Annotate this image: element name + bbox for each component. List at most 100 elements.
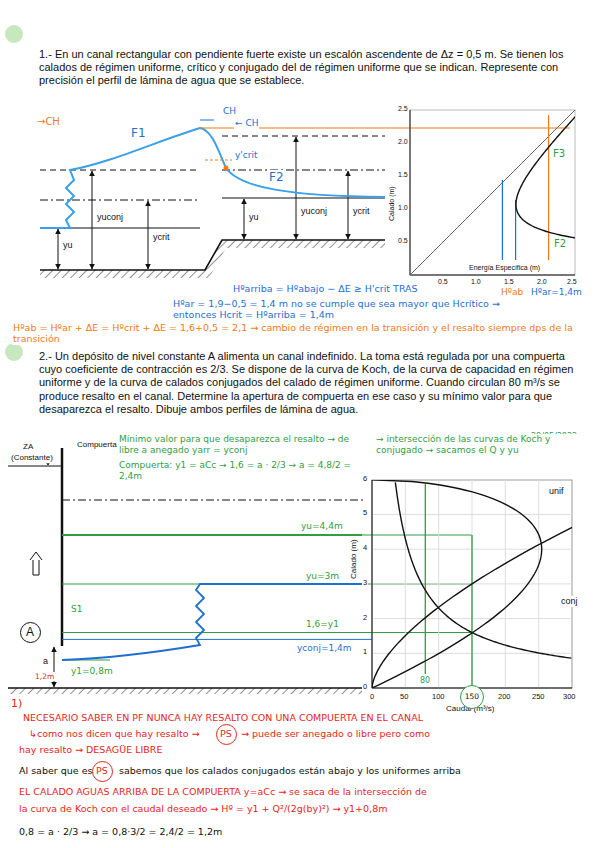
conjugate-depth-line (62, 639, 372, 640)
tick-label: 1 (362, 647, 368, 656)
level-label: (Constante) (10, 453, 54, 463)
hollow-arrow (30, 552, 42, 575)
profile-name: F2 (553, 238, 567, 250)
level-label: ZA (22, 442, 34, 452)
critical-depth-line (40, 200, 200, 201)
tick-label: 50 (399, 692, 409, 701)
node-text: A (26, 626, 34, 638)
critical-point (224, 166, 229, 171)
section-note: CH (222, 106, 237, 117)
gate-opening-dimension (54, 647, 55, 687)
tick-label: 2.5 (566, 278, 578, 286)
depth-note: 1,6=y1 (305, 619, 340, 630)
node-text: 150 (465, 693, 479, 701)
solution-note: Mínimo valor para que desaparezca el res… (118, 434, 370, 456)
grid-line (538, 480, 539, 688)
channel-bed-hatch (8, 688, 362, 694)
depth-label: ycrit (152, 232, 171, 243)
conjugate-depth-line (222, 136, 385, 137)
tick-label: 200 (497, 692, 512, 701)
tick-label: 2.0 (397, 138, 409, 146)
calculation-note: Hºarriba = Hºabajo − ΔE ≥ H'crit TRAS (232, 283, 419, 294)
tick-label: 0.5 (397, 237, 409, 245)
energy-note: Hºab (500, 287, 524, 298)
depth-note: yconj=1,4m (296, 643, 353, 654)
depth-note: y'crit (234, 150, 258, 161)
tick-label: 1.5 (503, 278, 515, 286)
grid-line (438, 480, 439, 688)
gate-opening-label: a (42, 656, 49, 667)
tick-label: 5 (362, 508, 368, 517)
solution-note: → puede ser anegado o libre pero como (240, 728, 431, 739)
grid-line (405, 480, 406, 688)
tick-label: 100 (431, 692, 446, 701)
y-axis (372, 480, 373, 688)
calculation-note: Hºar = 1,9−0,5 = 1,4 m no se cumple que … (172, 298, 504, 321)
discharge-note: 80 (419, 676, 431, 686)
depth-note: y1=0,8m (70, 666, 114, 677)
tick-label: 250 (531, 692, 546, 701)
sluice-gate (61, 448, 64, 646)
section-note: →CH (36, 116, 61, 128)
water-surface-profile (62, 584, 362, 660)
depth-label: ycrit (352, 206, 371, 217)
axis-title: Calado (m) (388, 185, 396, 222)
uniform-depth-line (222, 198, 385, 199)
tick-label: 4 (362, 543, 368, 552)
marker-blob (5, 25, 23, 43)
depth-note: yu=4,4m (300, 521, 344, 532)
solution-note: 0,8 = a · 2/3 → a = 0,8·3/2 = 2,4/2 = 1,… (18, 826, 223, 837)
depth-label: yuconj (300, 206, 328, 217)
specific-energy-curve (516, 110, 575, 239)
solution-note: → intersección de las curvas de Koch y c… (375, 434, 582, 456)
chart1-curves (516, 110, 575, 239)
section-note: ← CH (234, 118, 259, 129)
x-axis (410, 275, 575, 276)
curve-label: unif (548, 486, 565, 497)
profile-name: F2 (268, 170, 285, 184)
profile-name: S1 (70, 604, 83, 615)
calculation-note: Hºab = Hºar + ΔE = Hºcrit + ΔE = 1,6+0,5… (12, 322, 589, 345)
water-surface-profile (40, 128, 385, 228)
channel-bed (8, 687, 362, 689)
tick-label: 300 (562, 692, 577, 701)
depth-label: yu (248, 212, 260, 223)
depth-label: yu (62, 240, 74, 251)
solution-note: la curva de Koch con el caudal deseado →… (18, 803, 388, 814)
axis-title: Calado (m) (349, 538, 359, 580)
dimension-arrow (296, 137, 297, 239)
question-text: 1.- En un canal rectangular con pendient… (38, 48, 588, 88)
dimension-arrow (58, 229, 59, 269)
uniform-depth-line (62, 535, 472, 536)
depth-note: yu=3m (305, 571, 340, 582)
gate-label: Compuerta (76, 440, 118, 450)
solution-note: NECESARIO SABER EN PF NUNCA HAY RESALTO … (22, 712, 424, 723)
discharge-line (425, 484, 426, 674)
profile-name: F1 (130, 126, 147, 140)
tick-label: 1.0 (397, 204, 409, 212)
conjugate-curve (395, 482, 571, 658)
question-text: 2.- Un depósito de nivel constante A ali… (38, 350, 588, 416)
curve-label: conj (560, 596, 579, 607)
solution-note: EL CALADO AGUAS ARRIBA DE LA COMPUERTA y… (18, 786, 428, 797)
conjugate-depth-line (40, 170, 200, 171)
energy-vertical (548, 115, 549, 260)
tick-label: 0 (369, 692, 375, 701)
dimension-arrow (148, 201, 149, 269)
circled-value: 150 (460, 685, 484, 709)
solution-note: sabemos que los calados conjugados están… (118, 765, 462, 776)
gate-opening-note: 1,2m (34, 672, 55, 681)
discharge-line (471, 535, 472, 688)
axis-title: Energía Específica (m) (468, 264, 541, 272)
dimension-arrow (244, 199, 245, 239)
grid-line (505, 480, 506, 688)
chart2-curves (372, 480, 572, 688)
koch-curve (372, 480, 542, 688)
solution-note: hay resalto → DESAGÜE LIBRE (18, 744, 163, 755)
marker-blob (5, 343, 23, 361)
tick-label: 0 (362, 682, 368, 691)
uniform-curve (372, 480, 572, 688)
tick-label: 1.5 (397, 171, 409, 179)
energy-note: Hºar=1,4m (530, 287, 583, 298)
